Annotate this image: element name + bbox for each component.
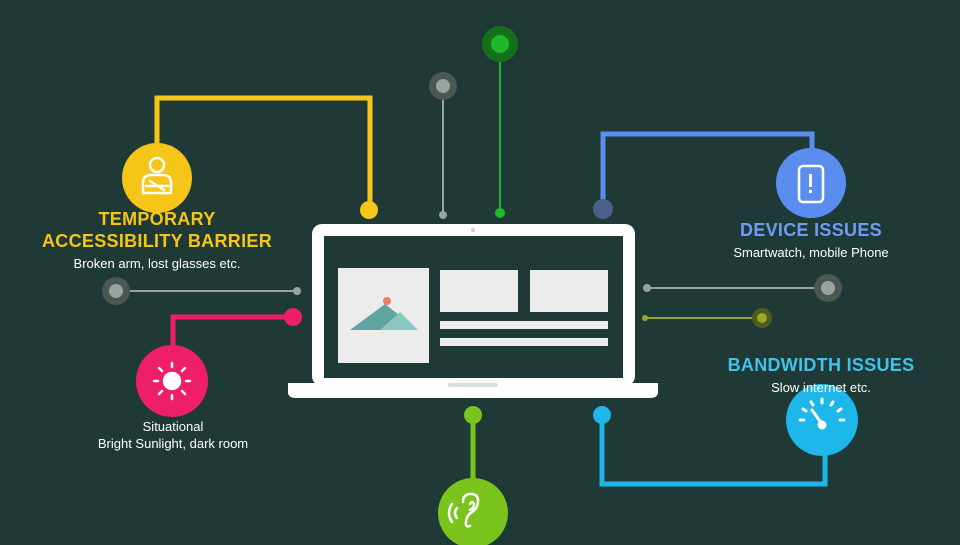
bandwidth-label: BANDWIDTH ISSUES Slow internet etc. <box>702 354 940 396</box>
situational-subtitle-line1: Situational <box>142 419 204 434</box>
laptop-illustration <box>288 224 658 398</box>
screen-block-left <box>440 270 518 312</box>
device-connector-dot <box>593 199 613 219</box>
mountain-icon-small <box>380 312 418 330</box>
right-gray-end <box>643 284 651 292</box>
smartphone-icon <box>797 164 825 204</box>
device-title: DEVICE ISSUES <box>740 220 882 240</box>
top-gray-node-core <box>436 79 450 93</box>
device-label: DEVICE ISSUES Smartwatch, mobile Phone <box>700 219 922 261</box>
situational-label: Situational Bright Sunlight, dark room <box>66 418 280 452</box>
bandwidth-title: BANDWIDTH ISSUES <box>727 355 915 375</box>
device-icon-badge <box>776 148 846 218</box>
right-olive-end <box>642 315 648 321</box>
hearing-icon-badge <box>438 478 508 545</box>
right-gray-node-core <box>821 281 835 295</box>
temporary-label: TEMPORARY ACCESSIBILITY BARRIER Broken a… <box>20 208 294 272</box>
hearing-connector-dot <box>464 406 482 424</box>
left-gray-end <box>293 287 301 295</box>
top-green-end <box>495 208 505 218</box>
left-gray-node-core <box>109 284 123 298</box>
laptop-base <box>288 383 658 398</box>
situational-subtitle-line2: Bright Sunlight, dark room <box>97 436 249 451</box>
device-connector <box>600 131 815 205</box>
situational-icon-badge <box>136 345 208 417</box>
injured-person-icon <box>141 156 173 195</box>
top-gray-end <box>439 211 447 219</box>
laptop-camera <box>471 228 475 232</box>
right-olive-node-core <box>757 313 767 323</box>
laptop-base-notch <box>448 383 498 387</box>
bandwidth-icon-badge <box>786 384 858 456</box>
device-subtitle: Smartwatch, mobile Phone <box>733 245 889 260</box>
sun-icon <box>152 361 192 401</box>
situational-connector-dot <box>284 308 302 326</box>
top-green-node-core <box>491 35 509 53</box>
temporary-icon-badge <box>122 143 192 213</box>
speedometer-icon <box>798 397 846 430</box>
bandwidth-subtitle: Slow internet etc. <box>771 380 871 395</box>
bandwidth-connector-dot <box>593 406 611 424</box>
hearing-ear-icon <box>447 492 480 528</box>
temporary-connector-dot <box>360 201 378 219</box>
screen-block-right <box>530 270 608 312</box>
temporary-title-line2: ACCESSIBILITY BARRIER <box>42 231 272 251</box>
temporary-title-line1: TEMPORARY <box>98 209 216 229</box>
screen-line-1 <box>440 321 608 329</box>
temporary-connector <box>154 95 373 205</box>
temporary-subtitle: Broken arm, lost glasses etc. <box>73 256 241 271</box>
bandwidth-connector <box>599 415 828 487</box>
screen-line-2 <box>440 338 608 346</box>
situational-connector <box>170 314 292 355</box>
sun-dot-icon <box>383 297 391 305</box>
